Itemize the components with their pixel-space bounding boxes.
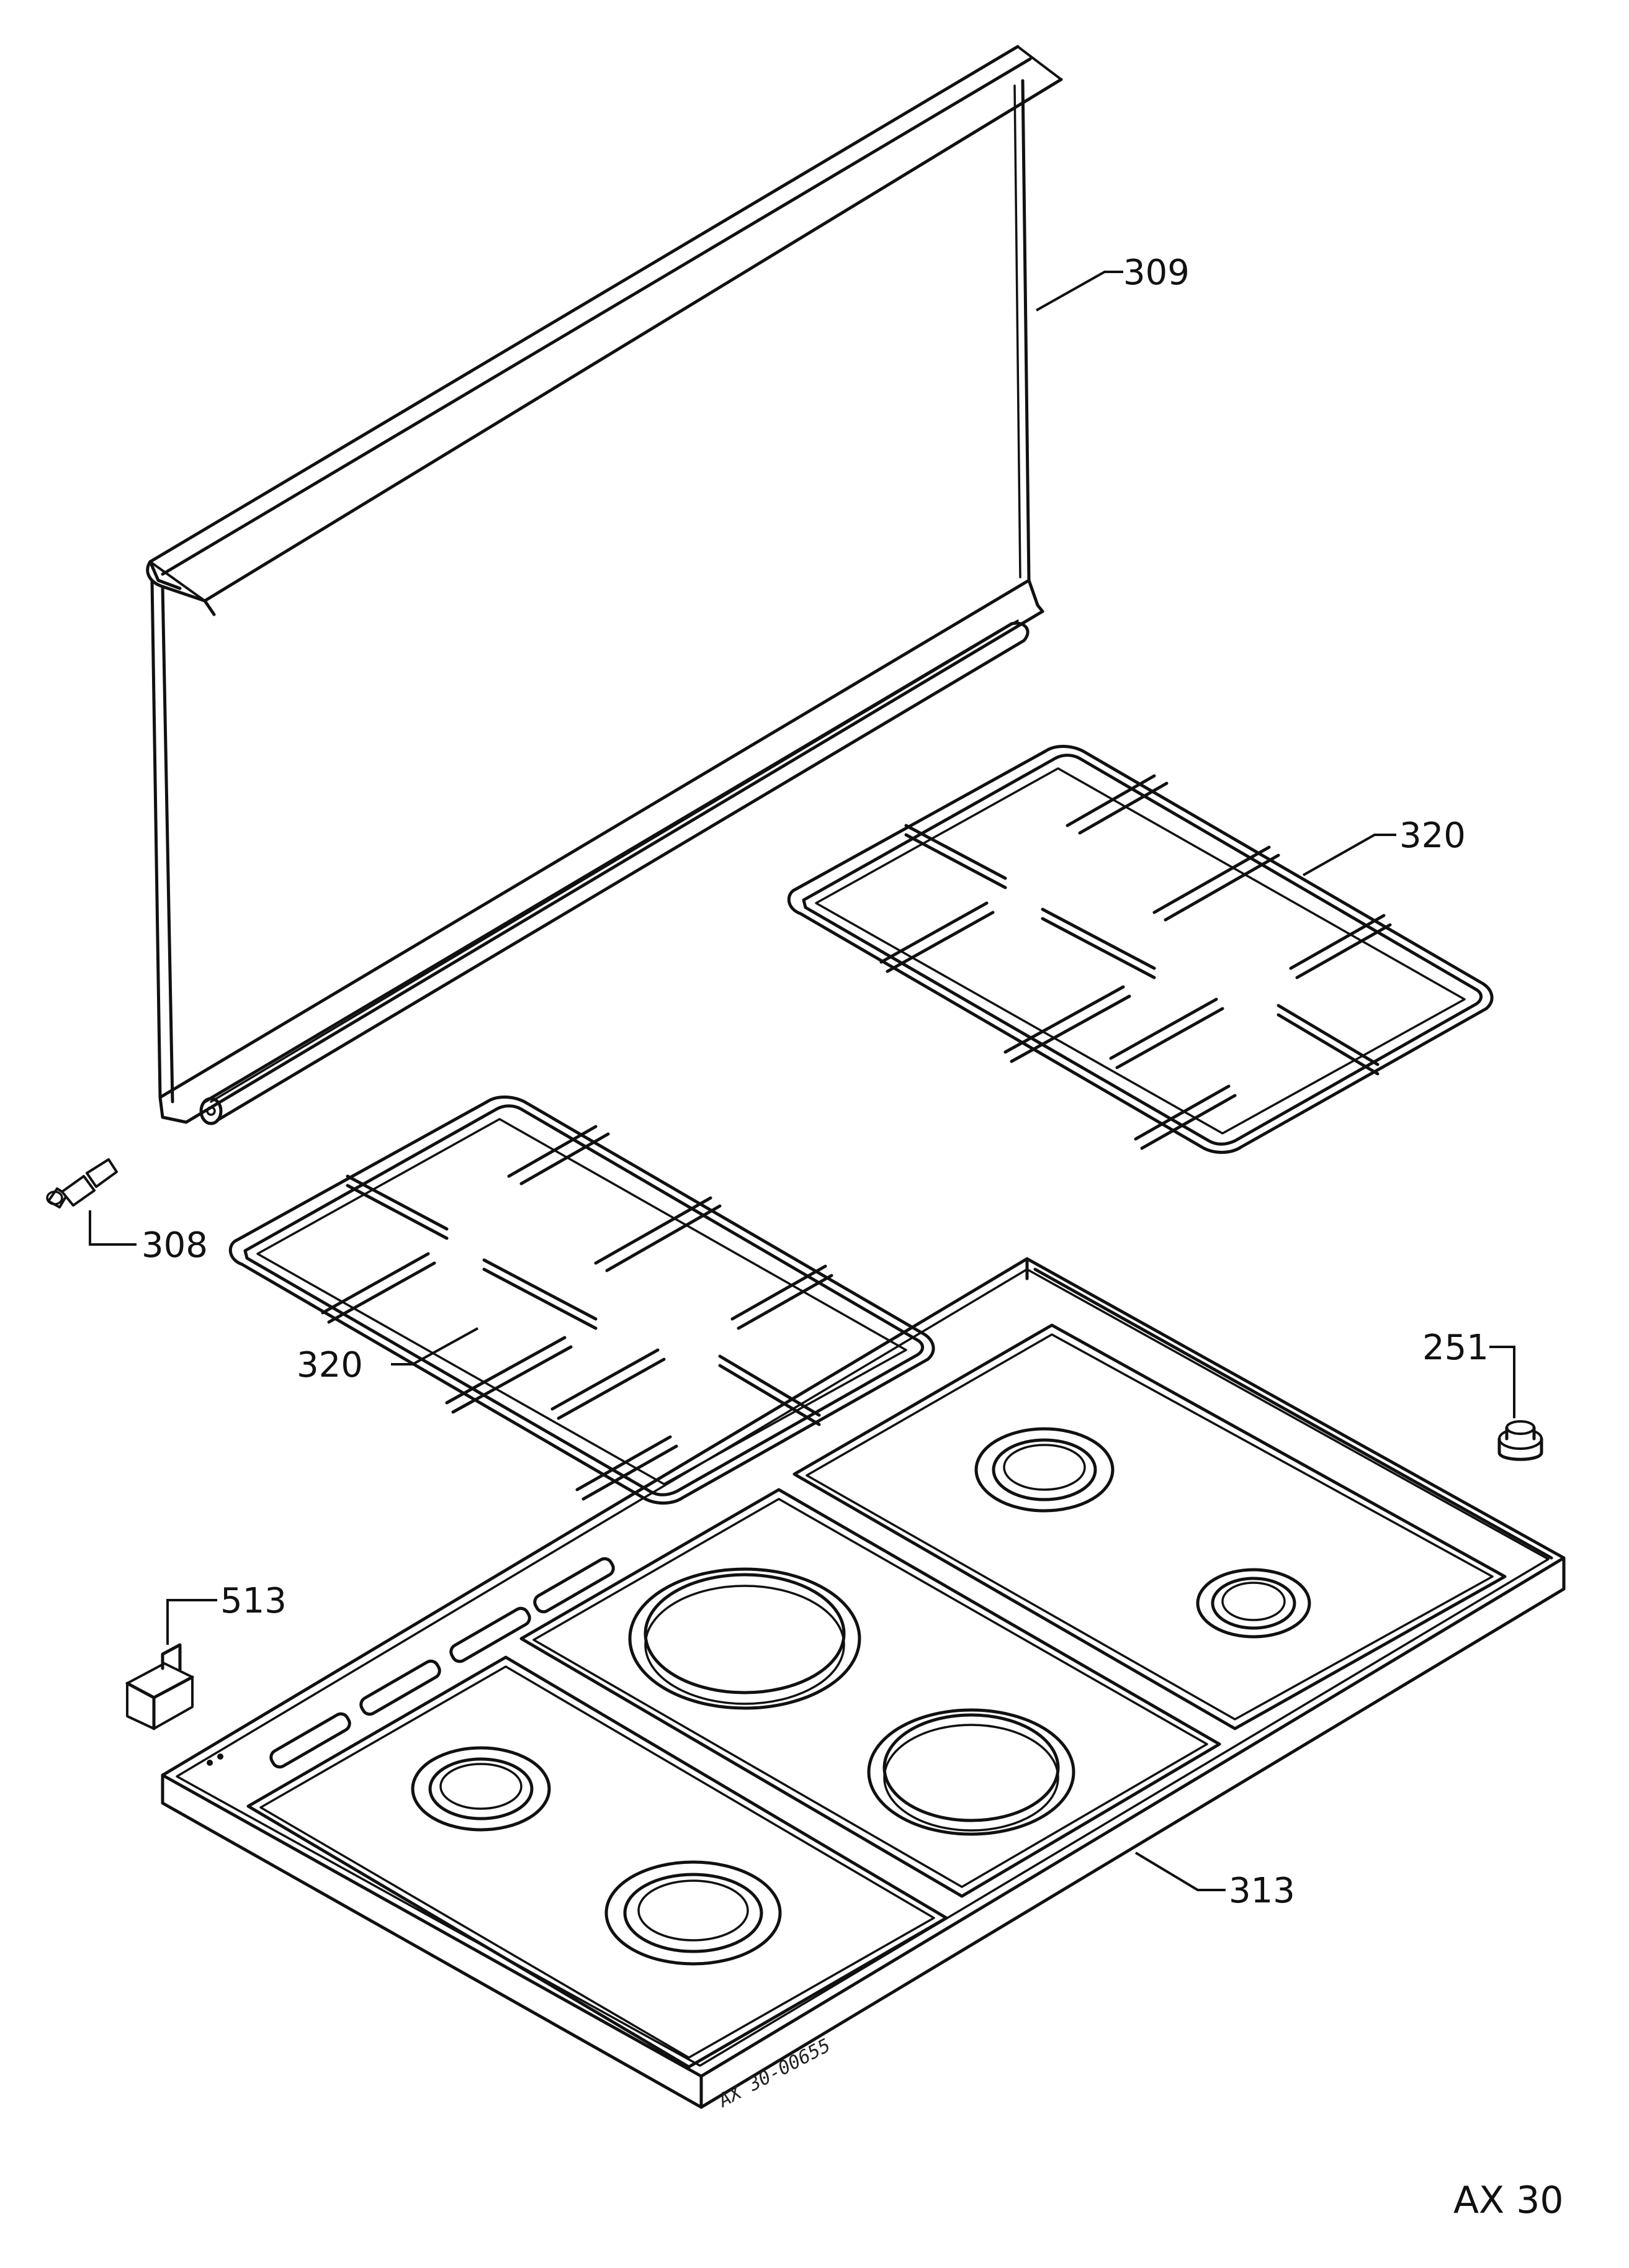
foot-251 [1497, 1420, 1543, 1461]
label-309: 309 [1123, 253, 1190, 293]
control-slots [207, 1557, 615, 1769]
leader-309 [1036, 271, 1123, 312]
pan-support-left-320 [228, 1096, 935, 1505]
label-313: 313 [1229, 1871, 1295, 1911]
burner-right-rear [974, 1427, 1115, 1513]
hinge-bolt-308 [46, 1158, 118, 1208]
pan-support-right-320 [787, 745, 1494, 1154]
page-code: AX 30 [1453, 2179, 1564, 2222]
burner-left-front [604, 1860, 782, 1966]
leader-320-left [391, 1327, 478, 1366]
label-320-left: 320 [297, 1345, 363, 1385]
label-320-right: 320 [1399, 816, 1466, 856]
label-308: 308 [141, 1225, 208, 1266]
leader-320-right [1303, 834, 1396, 876]
hotplate-large [628, 1567, 861, 1710]
clip-513 [125, 1643, 194, 1730]
label-251: 251 [1422, 1328, 1489, 1368]
leader-308 [89, 1210, 137, 1246]
burner-right-front [1196, 1568, 1311, 1639]
glass-lid-309 [146, 45, 1063, 1125]
label-513: 513 [220, 1581, 287, 1621]
leader-513 [166, 1599, 217, 1645]
burner-left-rear [411, 1746, 551, 1832]
leader-313 [1134, 1852, 1226, 1891]
leader-251 [1489, 1346, 1515, 1418]
hotplate-small [867, 1708, 1075, 1836]
